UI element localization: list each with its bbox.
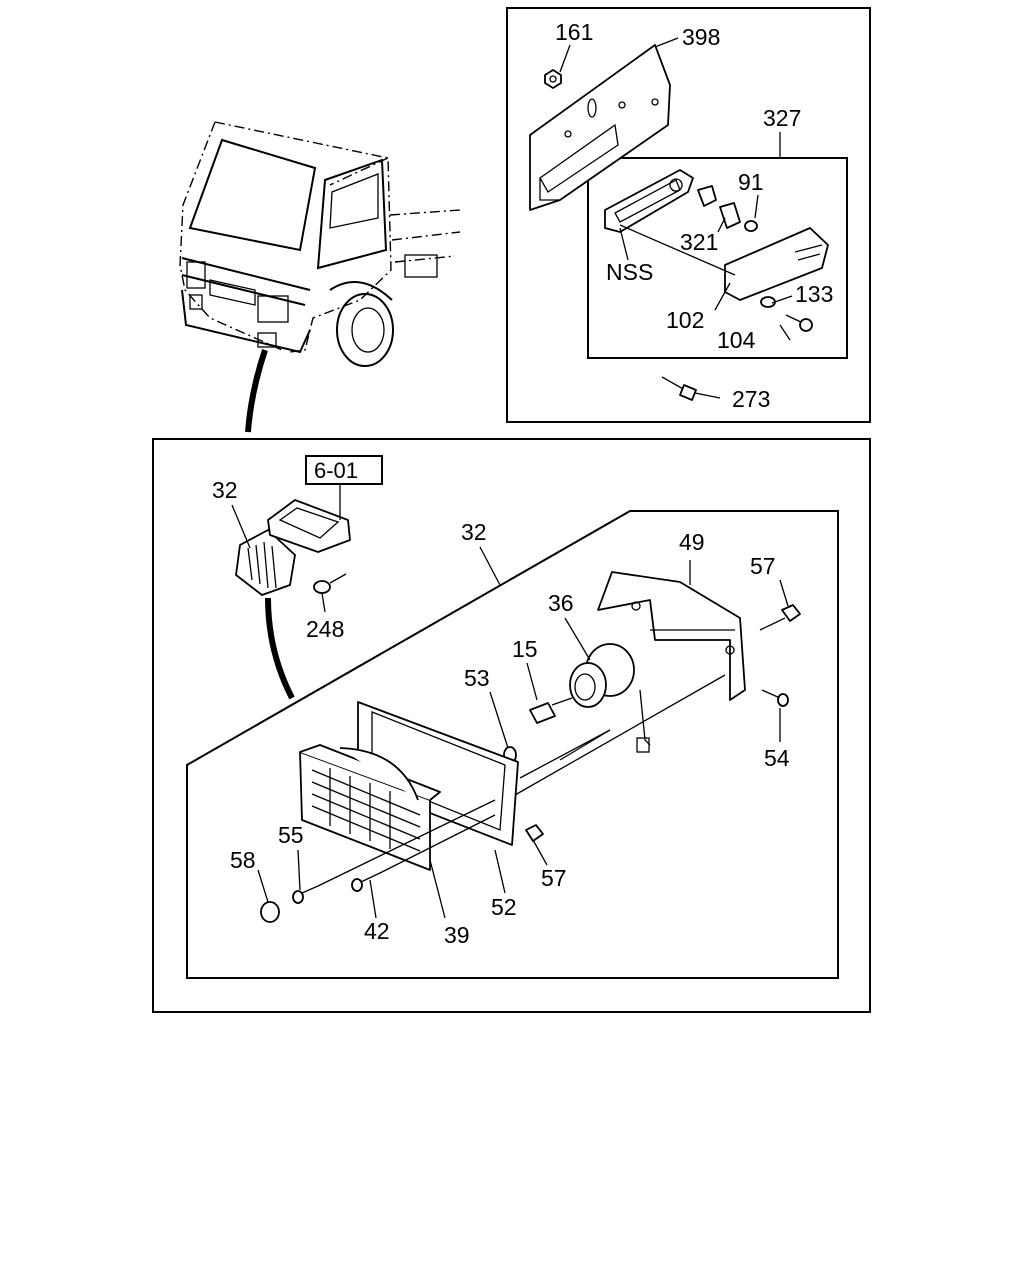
label-32-assy: 32 xyxy=(461,519,487,545)
bolt-273 xyxy=(661,376,697,401)
label-161: 161 xyxy=(555,19,593,45)
label-91: 91 xyxy=(738,169,764,195)
label-248: 248 xyxy=(306,616,344,642)
screw-104 xyxy=(785,314,813,332)
small-fog-lamp xyxy=(235,499,351,596)
label-49: 49 xyxy=(679,529,705,555)
label-321: 321 xyxy=(680,229,718,255)
label-42: 42 xyxy=(364,918,390,944)
fog-bulb xyxy=(529,697,573,724)
label-133: 133 xyxy=(795,281,833,307)
label-398: 398 xyxy=(682,24,720,50)
label-57-upper: 57 xyxy=(750,553,776,579)
pointer-arrow-bottom xyxy=(265,597,295,700)
fog-bracket xyxy=(597,571,746,701)
label-15: 15 xyxy=(512,636,538,662)
label-nss: NSS xyxy=(606,259,653,285)
cap-58 xyxy=(260,901,280,923)
marker-light-panel xyxy=(506,7,871,423)
screw-42 xyxy=(351,871,383,892)
assembly-lines xyxy=(317,617,786,887)
label-55: 55 xyxy=(278,822,304,848)
fog-lamp-subassembly-box xyxy=(186,510,839,979)
reference-box xyxy=(305,455,383,485)
pointer-arrow-top xyxy=(245,349,268,433)
label-53: 53 xyxy=(464,665,490,691)
label-327: 327 xyxy=(763,105,801,131)
label-39: 39 xyxy=(444,922,470,948)
screw-55 xyxy=(292,885,319,904)
marker-lamp-housing xyxy=(604,169,694,233)
label-58: 58 xyxy=(230,847,256,873)
marker-bracket xyxy=(529,44,671,211)
label-32-small: 32 xyxy=(212,477,238,503)
fog-lamp-panel xyxy=(152,438,871,1013)
label-104: 104 xyxy=(717,327,756,353)
label-36: 36 xyxy=(548,590,574,616)
clip-248 xyxy=(313,573,347,594)
fog-housing xyxy=(569,643,651,753)
label-57-lower: 57 xyxy=(541,865,567,891)
label-102: 102 xyxy=(666,307,704,333)
bolt-54 xyxy=(761,689,789,707)
clip-nut-upper xyxy=(781,604,801,622)
clip-nut-lower xyxy=(525,824,544,842)
truck-illustration xyxy=(179,121,461,367)
marker-lamp-subassembly-box xyxy=(587,157,848,359)
fog-leader-lines xyxy=(231,484,789,919)
fog-lens xyxy=(299,744,441,871)
reference-box-label: 6-01 xyxy=(314,458,358,483)
label-52: 52 xyxy=(491,894,517,920)
marker-leader-lines xyxy=(559,37,793,399)
socket-bulb xyxy=(697,185,758,232)
label-54: 54 xyxy=(764,745,790,771)
nut-161 xyxy=(544,69,562,89)
label-273: 273 xyxy=(732,386,770,412)
